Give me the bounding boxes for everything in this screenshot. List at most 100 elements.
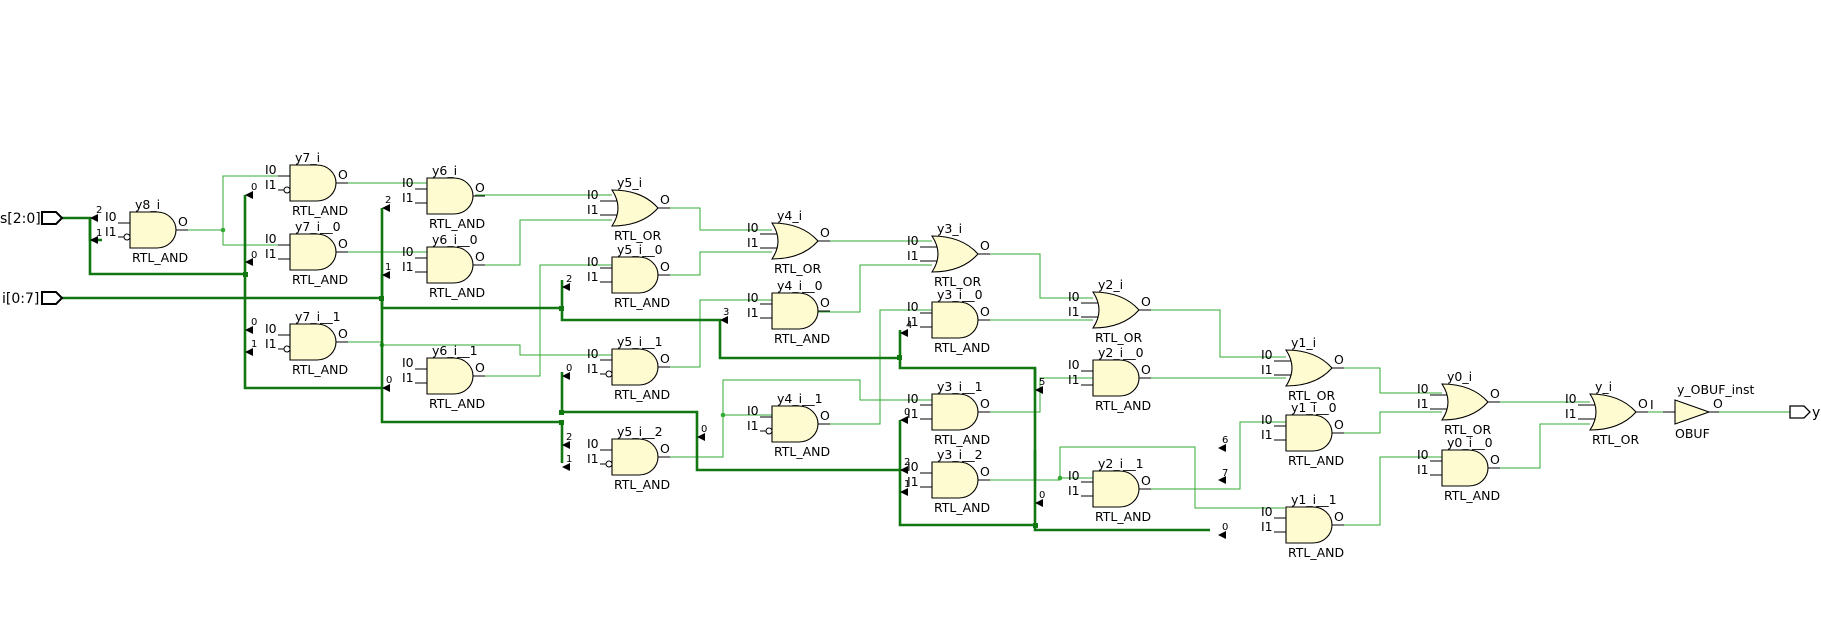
pin-label-out: O: [1141, 294, 1151, 309]
gate-type-label: RTL_OR: [934, 274, 981, 289]
pin-label-out: O: [660, 441, 670, 456]
port-i[interactable]: i[0:7]: [2, 291, 64, 307]
signal-wires: [178, 175, 1790, 526]
bus-index-label: 1: [385, 262, 391, 273]
gate-type-label: RTL_AND: [934, 432, 990, 447]
pin-label-in1: I1: [1261, 519, 1273, 534]
bus-index-label: 0: [701, 424, 707, 435]
pin-label-out: O: [1490, 452, 1500, 467]
gate-type-label: RTL_AND: [1444, 488, 1500, 503]
pin-label-out: O: [820, 408, 830, 423]
pin-label-in0: I0: [1261, 412, 1273, 427]
gate-instance-name: y_i: [1595, 379, 1612, 394]
bus-index-label: 2: [96, 205, 102, 216]
pin-label-in1: I1: [747, 418, 759, 433]
gate-instance-name: y5_i__0: [617, 242, 663, 257]
gate-type-label: RTL_AND: [1095, 509, 1151, 524]
bus-index-label: 1: [96, 228, 102, 239]
port-s[interactable]: s[2:0]: [0, 211, 64, 227]
pin-label-out: O: [660, 259, 670, 274]
pin-label-out: O: [980, 396, 990, 411]
gate-instance-name: y5_i: [617, 175, 642, 190]
gate-type-label: RTL_AND: [429, 285, 485, 300]
gate-instance-name: y2_i__1: [1098, 456, 1144, 471]
pin-label-in1: I1: [1417, 462, 1429, 477]
gate-type-label: OBUF: [1675, 426, 1710, 441]
pin-label-in0: I: [1650, 397, 1654, 412]
port-y[interactable]: y: [1789, 405, 1820, 421]
gate-type-label: RTL_AND: [934, 500, 990, 515]
gate-instance-name: y7_i__0: [295, 219, 341, 234]
gate-type-label: RTL_AND: [429, 216, 485, 231]
pin-label-out: O: [1713, 396, 1723, 411]
pin-label-in0: I0: [402, 244, 414, 259]
bus-index-label: 7: [1222, 468, 1228, 479]
pin-label-in1: I1: [265, 246, 277, 261]
pin-label-out: O: [475, 180, 485, 195]
gate-instance-name: y4_i__0: [777, 278, 823, 293]
gate-type-label: RTL_AND: [614, 477, 670, 492]
bus-index-label: 1: [251, 339, 257, 350]
bus-index-label: 2: [904, 457, 910, 468]
gate-instance-name: y4_i: [777, 208, 802, 223]
pin-label-out: O: [820, 225, 830, 240]
pin-label-in1: I1: [1068, 372, 1080, 387]
pin-label-in0: I0: [587, 187, 599, 202]
pin-label-out: O: [1141, 362, 1151, 377]
pin-label-out: O: [980, 304, 990, 319]
gate-type-label: RTL_AND: [1288, 545, 1344, 560]
pin-label-out: O: [475, 249, 485, 264]
bus-index-label: 0: [1039, 490, 1045, 501]
gate-instance-name: y4_i__1: [777, 391, 823, 406]
pin-label-in1: I1: [1068, 304, 1080, 319]
gate-instance-name: y3_i__2: [937, 447, 983, 462]
pin-label-out: O: [178, 214, 188, 229]
pin-label-in1: I1: [1261, 427, 1273, 442]
gate-instance-name: y0_i__0: [1447, 435, 1493, 450]
pin-label-in1: I1: [1565, 406, 1577, 421]
gate-type-label: RTL_AND: [614, 295, 670, 310]
gate-type-label: RTL_AND: [1095, 398, 1151, 413]
bus-index-label: 0: [904, 407, 910, 418]
pin-label-in0: I0: [1565, 391, 1577, 406]
pin-label-in1: I1: [587, 361, 599, 376]
gate-type-label: RTL_OR: [1095, 330, 1142, 345]
pin-label-out: O: [338, 167, 348, 182]
gate-instance-name: y6_i__0: [432, 232, 478, 247]
pin-label-in1: I1: [907, 314, 919, 329]
pin-label-in1: I1: [1261, 362, 1273, 377]
bus-index-label: 2: [385, 195, 391, 206]
gate-instance-name: y2_i__0: [1098, 345, 1144, 360]
pin-label-in1: I1: [1068, 483, 1080, 498]
pin-label-out: O: [1334, 417, 1344, 432]
